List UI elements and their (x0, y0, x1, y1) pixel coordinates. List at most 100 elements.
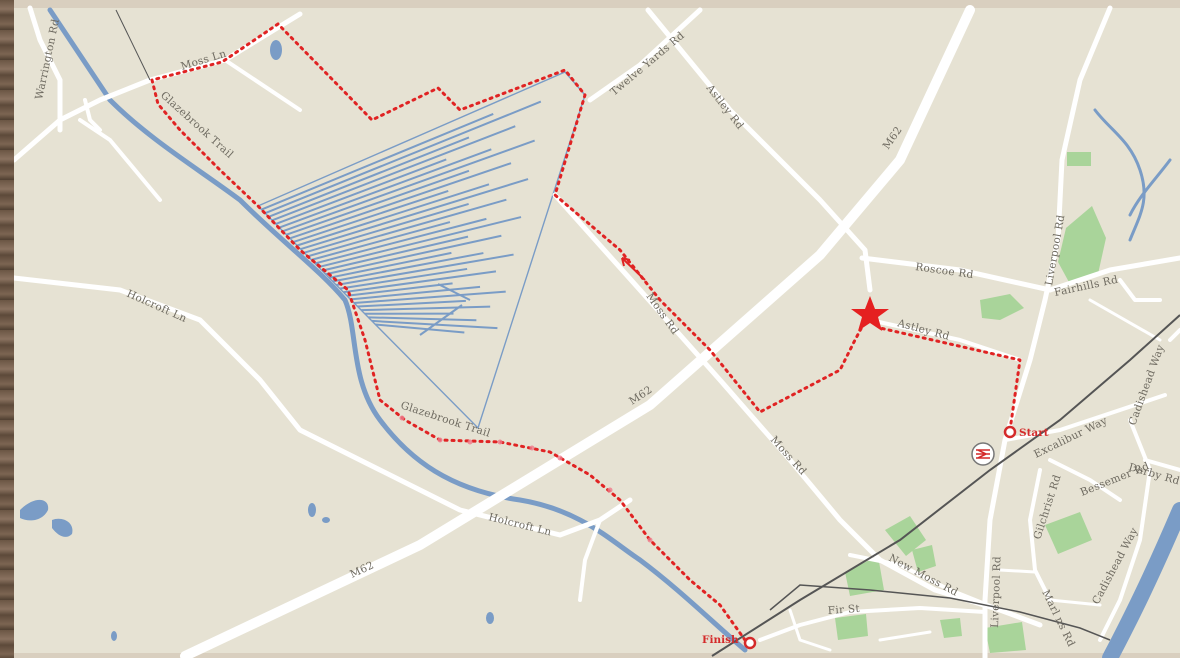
gilchrist-rd (1028, 468, 1052, 602)
drainage-channel (361, 305, 491, 312)
darby-rd (1143, 458, 1180, 472)
drainage-channel (343, 270, 497, 294)
warrington-spur-2 (83, 98, 102, 132)
drainage-channel (286, 169, 470, 236)
start-marker (1003, 425, 1017, 439)
park-new-moss-2 (912, 545, 936, 572)
drainage-channel (325, 234, 502, 276)
bessemer-rd (1048, 458, 1122, 502)
finish-label: Finish (702, 634, 739, 646)
drainage-channel (293, 189, 449, 243)
drainage-channel (296, 183, 490, 247)
astley-rd (645, 7, 873, 293)
fir-st-loop (788, 608, 832, 652)
park-new-moss-3 (845, 556, 884, 596)
pond-west (20, 499, 49, 521)
brook-north-east-2 (1128, 158, 1172, 217)
estate-road-4 (1088, 298, 1162, 342)
moss-hatch-lines (261, 100, 542, 334)
moss-channel-branch-2 (437, 283, 471, 301)
fir-st-spur (878, 630, 932, 642)
park-liverpool-rd (1058, 206, 1106, 284)
drainage-channel (332, 252, 484, 283)
drainage-channel (300, 178, 529, 251)
route-highlight-dots (399, 415, 653, 543)
label-fir-st: Fir St (827, 603, 860, 617)
brook-north-east (1093, 108, 1146, 242)
river-irwell (1102, 502, 1180, 658)
drainage-channel (346, 282, 453, 297)
twelve-yards-rd (587, 7, 703, 103)
drainage-channel (289, 162, 512, 240)
drainage-channel (336, 253, 514, 286)
park-roscoe (980, 294, 1024, 320)
cadishead-way (1098, 418, 1152, 642)
star-icon (851, 296, 889, 331)
water-features (47, 7, 1180, 658)
drainage-channel (303, 202, 469, 254)
estate-road-3 (1168, 328, 1180, 342)
land-background (14, 8, 1180, 653)
pond-moss-ln (270, 40, 282, 60)
warrington-link (11, 77, 153, 163)
roads (11, 5, 1180, 658)
drainage-channel (268, 136, 470, 218)
estate-road-1 (998, 568, 1037, 574)
railway-main (711, 314, 1180, 657)
astley-rd-east (868, 318, 1022, 362)
finish-marker (743, 636, 757, 650)
m62-motorway (180, 5, 975, 658)
path-north (115, 9, 151, 81)
warrington-rd (27, 5, 63, 133)
moss-drainage-channels (256, 71, 586, 430)
drainage-channel (275, 158, 447, 225)
fairhills-spur (1118, 278, 1162, 302)
railway-lines (115, 9, 1180, 657)
drainage-channel (307, 198, 507, 258)
wood-frame-edge (0, 0, 14, 658)
roscoe-rd (859, 255, 1180, 293)
ponds (20, 40, 494, 641)
pond-southwest (111, 631, 117, 641)
rail-station-icon (971, 442, 995, 466)
drainage-channel (264, 100, 542, 215)
park-south-1 (985, 622, 1026, 653)
drainage-channel (321, 235, 469, 272)
new-moss-rd (848, 553, 1002, 612)
pond-mid-1 (308, 503, 316, 517)
park-gilchrist (1045, 512, 1092, 554)
drainage-channel (271, 125, 516, 222)
pond-mid-2 (322, 517, 330, 523)
label-liverpool-rd-bottom: Liverpool Rd (989, 556, 1003, 628)
drainage-channel (328, 251, 452, 279)
walk-route (150, 22, 1022, 642)
drainage-channel (354, 290, 506, 304)
drainage-channel (279, 148, 492, 229)
start-label: Start (1019, 427, 1049, 439)
moss-channel-branch (419, 304, 463, 336)
drainage-channel (314, 217, 487, 265)
pond-west-2 (52, 518, 73, 537)
drainage-channel (311, 221, 451, 261)
drainage-channel (318, 216, 522, 269)
direction-arrow-icon (621, 257, 646, 281)
warrington-spur (78, 118, 162, 202)
railway-branch (769, 584, 1111, 641)
holcroft-ln (11, 275, 633, 538)
moss-ln-spur (223, 58, 302, 112)
parks (835, 152, 1106, 653)
drainage-channel (357, 299, 466, 308)
park-south-2 (940, 618, 962, 638)
drainage-channel (350, 285, 481, 301)
drainage-channel (282, 139, 535, 233)
pond-south (486, 612, 494, 624)
drainage-channel (368, 316, 477, 322)
park-fir-st (835, 614, 868, 640)
drainage-channel (375, 323, 465, 334)
river-glaze (47, 7, 748, 653)
drainage-channel (261, 112, 494, 211)
park-small-north (1067, 152, 1091, 166)
fir-st (758, 606, 987, 642)
